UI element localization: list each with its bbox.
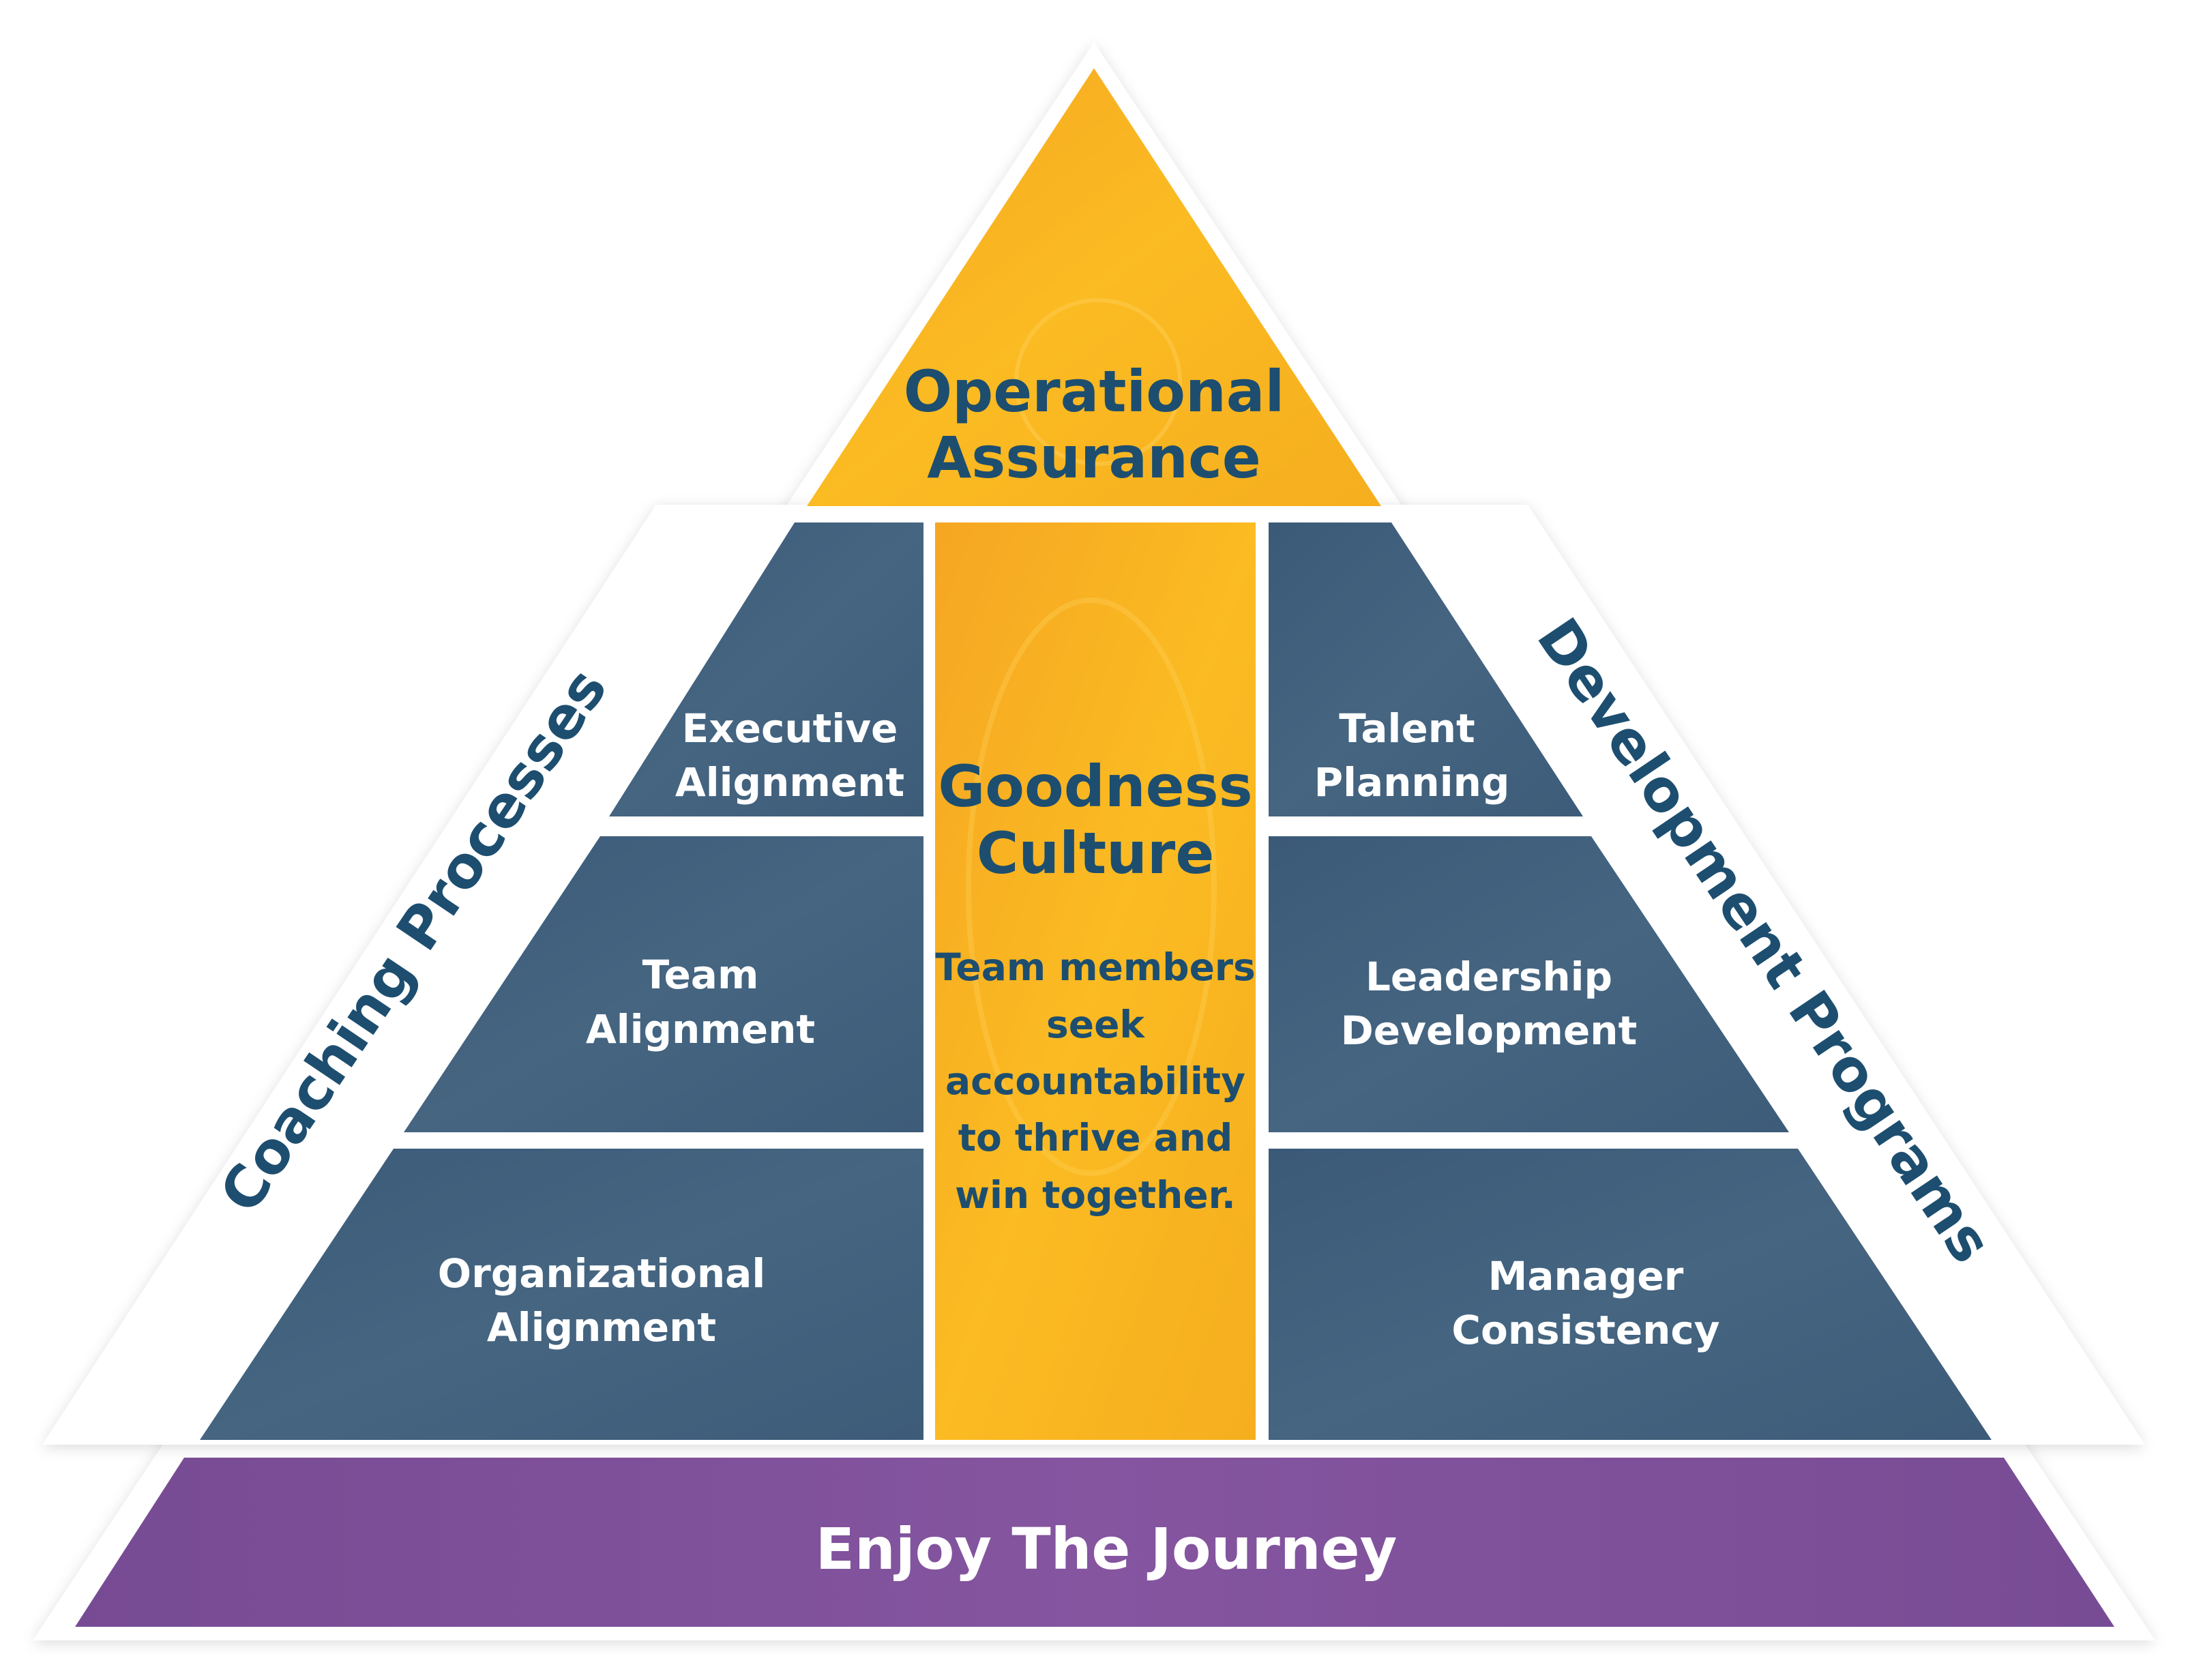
team-alignment-line2: Alignment	[586, 1006, 815, 1052]
center-body-line3: accountability	[945, 1059, 1245, 1103]
talent-planning-line1: Talent	[1339, 705, 1475, 752]
talent-planning-block	[1269, 522, 1583, 816]
base-label: Enjoy The Journey	[816, 1516, 1398, 1582]
manager-consistency-line1: Manager	[1488, 1253, 1684, 1299]
goodness-culture-block: Goodness Culture Team members seek accou…	[935, 522, 1256, 1440]
executive-alignment-block	[609, 522, 923, 816]
base-band	[75, 1458, 2114, 1627]
team-alignment-block	[404, 836, 923, 1132]
center-body-line5: win together.	[955, 1173, 1236, 1217]
center-title-line2: Culture	[977, 820, 1215, 887]
leadership-development-block	[1269, 836, 1789, 1132]
center-body-line1: Team members	[935, 945, 1256, 989]
center-body-line4: to thrive and	[958, 1116, 1233, 1160]
leadership-development-line1: Leadership	[1365, 954, 1612, 1000]
leadership-development-line2: Development	[1341, 1007, 1638, 1054]
organizational-alignment-line1: Organizational	[438, 1250, 765, 1297]
organizational-alignment-block	[200, 1149, 923, 1440]
executive-alignment-line2: Alignment	[675, 759, 904, 806]
manager-consistency-line2: Consistency	[1451, 1307, 1719, 1353]
center-title-line1: Goodness	[938, 753, 1252, 820]
manager-consistency-block	[1269, 1149, 1992, 1440]
left-column: Executive Alignment Team Alignment Organ…	[200, 522, 923, 1440]
top-title-line1: Operational	[904, 358, 1285, 425]
team-alignment-line1: Team	[642, 952, 759, 998]
enjoy-the-journey-block: Enjoy The Journey	[75, 1458, 2114, 1627]
talent-planning-line2: Planning	[1314, 759, 1510, 806]
center-column	[935, 522, 1256, 1440]
top-triangle	[807, 68, 1381, 506]
center-swirl	[966, 598, 1217, 1176]
center-body-line2: seek	[1046, 1003, 1145, 1046]
organizational-alignment-line2: Alignment	[487, 1304, 716, 1351]
operational-assurance-block: Operational Assurance	[807, 68, 1381, 506]
top-title-line2: Assurance	[927, 424, 1260, 491]
top-swirl	[1014, 298, 1182, 466]
right-column: Talent Planning Leadership Development M…	[1269, 522, 1992, 1440]
executive-alignment-line1: Executive	[682, 705, 898, 752]
